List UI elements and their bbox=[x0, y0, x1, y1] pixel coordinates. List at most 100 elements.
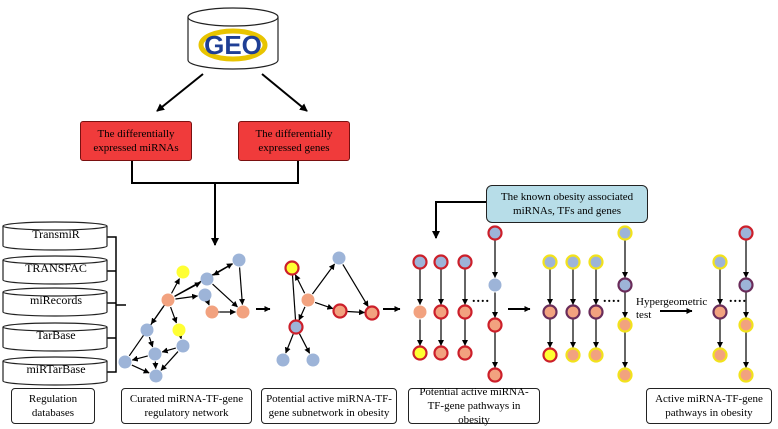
network-node bbox=[542, 304, 558, 320]
network-edge bbox=[148, 336, 154, 348]
network-node bbox=[161, 293, 175, 307]
network-node bbox=[588, 347, 604, 363]
network-node bbox=[176, 339, 190, 353]
network-node bbox=[617, 277, 633, 293]
de-genes-box: The differentially expressed genes bbox=[238, 121, 350, 161]
network-edge bbox=[204, 298, 210, 306]
network-edge bbox=[342, 264, 369, 307]
network-edge bbox=[341, 308, 366, 316]
label-curated-network: Curated miRNA-TF-gene regulatory network bbox=[121, 388, 252, 424]
ellipsis-candidate-pathways: .... bbox=[603, 291, 621, 306]
database-cylinder-icon bbox=[2, 287, 108, 317]
database-cylinder-icon bbox=[2, 356, 108, 386]
network-node bbox=[412, 254, 428, 270]
network-node bbox=[176, 265, 190, 279]
geo-logo-text: GEO bbox=[204, 30, 262, 60]
network-node bbox=[588, 254, 604, 270]
db-label-mirecords: miRecords bbox=[30, 293, 82, 307]
network-edge bbox=[175, 293, 199, 300]
network-node bbox=[488, 278, 502, 292]
network-node bbox=[617, 367, 633, 383]
network-node bbox=[200, 272, 214, 286]
label-hypergeometric-test: Hypergeometric test bbox=[636, 296, 708, 321]
network-node bbox=[617, 225, 633, 241]
network-edge bbox=[131, 355, 148, 362]
network-node bbox=[712, 347, 728, 363]
network-node bbox=[205, 305, 219, 319]
network-node bbox=[149, 369, 163, 383]
de-mirnas-box: The differentially expressed miRNAs bbox=[80, 121, 192, 161]
network-node bbox=[457, 345, 473, 361]
database-bracket bbox=[107, 236, 126, 373]
network-node bbox=[433, 304, 449, 320]
arrow-geo-to-genes bbox=[261, 73, 308, 112]
network-node bbox=[588, 304, 604, 320]
network-node bbox=[413, 305, 427, 319]
network-node bbox=[542, 347, 558, 363]
label-regulation-databases: Regulation databases bbox=[11, 388, 95, 424]
network-node bbox=[198, 288, 212, 302]
network-node bbox=[457, 304, 473, 320]
network-node bbox=[148, 347, 162, 361]
network-node bbox=[332, 303, 348, 319]
network-node bbox=[738, 277, 754, 293]
network-edge bbox=[289, 269, 297, 320]
network-edge bbox=[314, 301, 334, 310]
network-node bbox=[542, 254, 558, 270]
network-edge bbox=[311, 263, 336, 295]
network-edge bbox=[212, 283, 238, 308]
network-node bbox=[617, 317, 633, 333]
db-label-transmir: TransmiR bbox=[32, 227, 80, 241]
db-label-tarbase: TarBase bbox=[36, 328, 76, 342]
network-node bbox=[487, 225, 503, 241]
network-node bbox=[412, 345, 428, 361]
network-edge bbox=[171, 278, 180, 294]
network-node bbox=[712, 304, 728, 320]
label-potential-pathways: Potential active miRNA-TF-gene pathways … bbox=[408, 386, 540, 426]
network-edge bbox=[213, 263, 233, 276]
network-node bbox=[288, 319, 304, 335]
network-node bbox=[433, 254, 449, 270]
network-node bbox=[236, 305, 250, 319]
network-node bbox=[565, 304, 581, 320]
network-node bbox=[172, 323, 186, 337]
network-edge bbox=[160, 351, 179, 371]
database-cylinder-icon bbox=[2, 322, 108, 352]
network-edge bbox=[284, 333, 294, 354]
database-cylinder-icon bbox=[2, 255, 108, 285]
network-node bbox=[565, 254, 581, 270]
network-edge bbox=[131, 364, 150, 374]
network-node bbox=[487, 317, 503, 333]
db-label-transfac: TRANSFAC bbox=[25, 261, 87, 275]
network-edge bbox=[161, 347, 176, 354]
label-potential-subnetwork: Potential active miRNA-TF-gene subnetwor… bbox=[261, 388, 397, 424]
network-node bbox=[332, 251, 346, 265]
network-node bbox=[118, 355, 132, 369]
network-node bbox=[284, 260, 300, 276]
network-edge bbox=[238, 267, 245, 306]
network-edge bbox=[298, 333, 311, 354]
ellipsis-potential-pathways: .... bbox=[472, 291, 490, 306]
network-node bbox=[232, 253, 246, 267]
network-node bbox=[301, 293, 315, 307]
ellipsis-active-pathways: .... bbox=[729, 291, 747, 306]
network-node bbox=[487, 367, 503, 383]
network-edge bbox=[298, 306, 306, 321]
merge-connector bbox=[131, 161, 299, 184]
network-node bbox=[140, 323, 154, 337]
network-node bbox=[738, 317, 754, 333]
geo-logo-icon: GEO bbox=[198, 28, 268, 62]
network-node bbox=[565, 347, 581, 363]
network-edge bbox=[174, 282, 201, 297]
db-label-mirtarbase: miRTarBase bbox=[26, 362, 86, 376]
network-node bbox=[276, 353, 290, 367]
network-edge bbox=[170, 306, 178, 324]
network-node bbox=[306, 353, 320, 367]
network-edge bbox=[294, 274, 306, 294]
label-active-pathways: Active miRNA-TF-gene pathways in obesity bbox=[646, 388, 772, 424]
network-node bbox=[433, 345, 449, 361]
network-node bbox=[738, 367, 754, 383]
arrow-known-obesity bbox=[432, 201, 486, 239]
